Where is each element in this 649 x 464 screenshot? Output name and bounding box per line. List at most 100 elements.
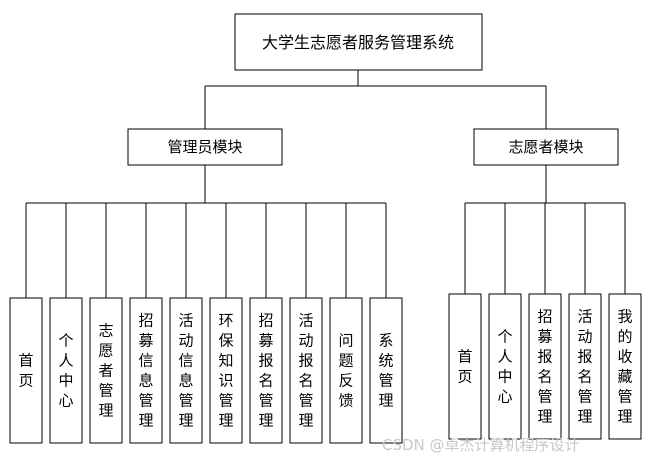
connector-lines: [25, 70, 626, 298]
module-admin-label: 管理员模块: [167, 138, 242, 156]
leaf-label-char: 题: [338, 352, 353, 370]
leaf-label-char: 管: [537, 388, 552, 406]
leaf-label-char: 动: [577, 328, 592, 346]
module-volunteer: 志愿者模块: [473, 128, 619, 166]
module-admin: 管理员模块: [127, 128, 283, 166]
leaf-label-char: 中: [58, 372, 73, 390]
leaf-box: [169, 297, 203, 444]
leaf-label-char: 活: [298, 312, 313, 330]
leaf-label-char: 识: [218, 372, 233, 390]
leaf-label-char: 名: [258, 372, 273, 390]
leaf-label-char: 管: [178, 392, 193, 410]
leaf-label-char: 收: [617, 348, 632, 366]
leaf-label-char: 理: [537, 408, 552, 426]
leaf-label-char: 管: [138, 392, 153, 410]
leaf-label-char: 理: [577, 408, 592, 426]
leaf-label-char: 环: [218, 312, 233, 330]
leaf-label-char: 管: [258, 392, 273, 410]
leaf-label-char: 名: [298, 372, 313, 390]
leaf-box: [528, 293, 562, 440]
leaf-label-char: 动: [178, 332, 193, 350]
leaf-label-char: 动: [298, 332, 313, 350]
leaf-label-char: 理: [258, 412, 273, 430]
leaf-label-char: 管: [98, 382, 113, 400]
leaf-box: [249, 297, 283, 444]
leaf-label-char: 人: [497, 348, 512, 366]
leaf-node: 首页: [9, 297, 43, 444]
leaf-label-char: 信: [178, 352, 193, 370]
leaf-label-char: 息: [178, 372, 193, 390]
leaf-label-char: 个: [58, 332, 73, 350]
leaf-label-char: 人: [58, 352, 73, 370]
leaf-label-char: 募: [138, 332, 153, 350]
leaf-label-char: 管: [298, 392, 313, 410]
leaf-label-char: 招: [537, 308, 552, 326]
leaf-label-char: 统: [378, 352, 393, 370]
root-node: 大学生志愿者服务管理系统: [234, 13, 483, 71]
leaf-label-char: 息: [138, 372, 153, 390]
leaf-label-char: 反: [338, 372, 353, 390]
leaf-box: [369, 297, 403, 444]
root-label: 大学生志愿者服务管理系统: [262, 33, 454, 52]
leaf-box: [9, 297, 43, 444]
leaf-label-char: 报: [258, 352, 273, 370]
leaf-label-char: 的: [617, 328, 632, 346]
leaf-label-char: 活: [577, 308, 592, 326]
leaf-box: [289, 297, 323, 444]
leaf-label-char: 首: [457, 348, 472, 366]
watermark: CSDN @卓杰计算机程序设计: [382, 436, 580, 454]
leaf-label-char: 理: [218, 412, 233, 430]
leaf-label-char: 信: [138, 352, 153, 370]
leaf-label-char: 藏: [617, 368, 632, 386]
module-volunteer-label: 志愿者模块: [508, 138, 583, 156]
leaf-box: [568, 293, 602, 440]
leaf-label-char: 募: [537, 328, 552, 346]
leaf-label-char: 心: [497, 388, 512, 406]
leaf-label-char: 页: [18, 372, 33, 390]
leaf-box: [448, 293, 482, 440]
root-box: [234, 13, 483, 71]
leaf-label-char: 志: [98, 322, 113, 340]
leaf-label-char: 招: [258, 312, 273, 330]
leaf-label-char: 管: [617, 388, 632, 406]
leaf-label-char: 个: [497, 328, 512, 346]
leaf-label-char: 知: [218, 352, 233, 370]
leaf-label-char: 报: [298, 352, 313, 370]
leaf-label-char: 理: [298, 412, 313, 430]
leaf-label-char: 愿: [98, 342, 113, 360]
leaf-box: [129, 297, 163, 444]
leaf-label-char: 中: [497, 368, 512, 386]
leaf-label-char: 首: [18, 352, 33, 370]
leaf-node: 首页: [448, 293, 482, 440]
leaf-label-char: 问: [338, 332, 353, 350]
module-volunteer-box: [473, 128, 619, 166]
leaf-label-char: 页: [457, 368, 472, 386]
leaf-box: [89, 297, 123, 444]
leaf-box: [209, 297, 243, 444]
leaf-label-char: 报: [537, 348, 552, 366]
leaf-label-char: 理: [617, 408, 632, 426]
leaf-label-char: 报: [577, 348, 592, 366]
module-admin-box: [127, 128, 283, 166]
leaf-label-char: 名: [537, 368, 552, 386]
leaf-label-char: 系: [378, 332, 393, 350]
leaf-label-char: 理: [138, 412, 153, 430]
leaf-label-char: 招: [138, 312, 153, 330]
leaf-label-char: 募: [258, 332, 273, 350]
leaf-label-char: 活: [178, 312, 193, 330]
leaf-label-char: 名: [577, 368, 592, 386]
leaf-box: [49, 297, 83, 444]
leaf-box: [608, 293, 642, 440]
leaf-nodes: 首页个人中心志愿者管理招募信息管理活动信息管理环保知识管理招募报名管理活动报名管…: [9, 293, 642, 444]
